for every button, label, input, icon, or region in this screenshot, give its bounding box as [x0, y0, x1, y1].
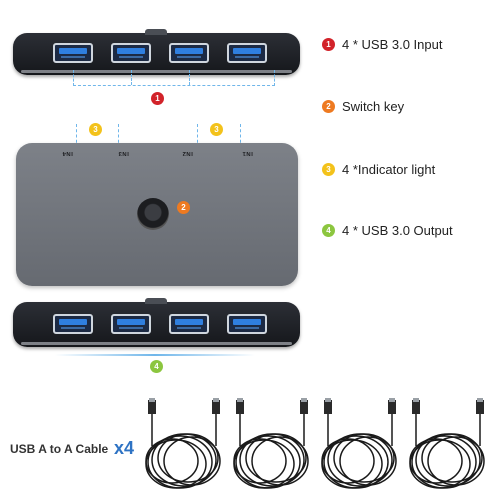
- usb-output-port-2: [111, 314, 151, 334]
- indicator-label-in3: IN3: [118, 150, 129, 156]
- indicator-label-in2: IN2: [182, 150, 193, 156]
- usb-output-port-3: [169, 314, 209, 334]
- cable-count: x4: [114, 438, 135, 458]
- usb-input-port-2: [111, 43, 151, 63]
- legend-label-input: 4 * USB 3.0 Input: [342, 37, 443, 52]
- callout-indicator-badge: 3: [210, 123, 223, 136]
- legend-badge-2: 2: [322, 100, 335, 113]
- switch-nub: [145, 298, 167, 304]
- input-bracket-tick: [131, 70, 132, 85]
- legend-badge-4: 4: [322, 224, 335, 237]
- usb-cable-bundle: [145, 398, 485, 489]
- output-glow-line: [55, 354, 255, 356]
- cable-caption: USB A to A Cable: [10, 442, 109, 456]
- callout-indicator-badge: 3: [89, 123, 102, 136]
- switch-nub: [145, 29, 167, 35]
- usb-input-port-4: [227, 43, 267, 63]
- usb-output-port-1: [53, 314, 93, 334]
- indicator-label-in1: IN1: [242, 150, 253, 156]
- input-bracket: [73, 70, 275, 86]
- indicator-bracket-left: [76, 124, 119, 148]
- switch-key-button: [137, 198, 169, 230]
- legend-label-switch: Switch key: [342, 99, 405, 114]
- usb-hub-input-side: [13, 29, 300, 75]
- usb-input-port-3: [169, 43, 209, 63]
- callout-switch-badge: 2: [177, 201, 190, 214]
- legend-badge-1: 1: [322, 38, 335, 51]
- usb-hub-output-side: [13, 298, 300, 347]
- input-bracket-tick: [189, 70, 190, 85]
- usb-input-port-1: [53, 43, 93, 63]
- callout-output-badge: 4: [150, 360, 163, 373]
- legend-label-output: 4 * USB 3.0 Output: [342, 223, 453, 238]
- legend-badge-3: 3: [322, 163, 335, 176]
- indicator-label-in4: IN4: [62, 150, 73, 156]
- usb-output-port-4: [227, 314, 267, 334]
- callout-input-badge: 1: [151, 92, 164, 105]
- legend-label-indicator: 4 *Indicator light: [342, 162, 436, 177]
- indicator-bracket-right: [197, 124, 241, 148]
